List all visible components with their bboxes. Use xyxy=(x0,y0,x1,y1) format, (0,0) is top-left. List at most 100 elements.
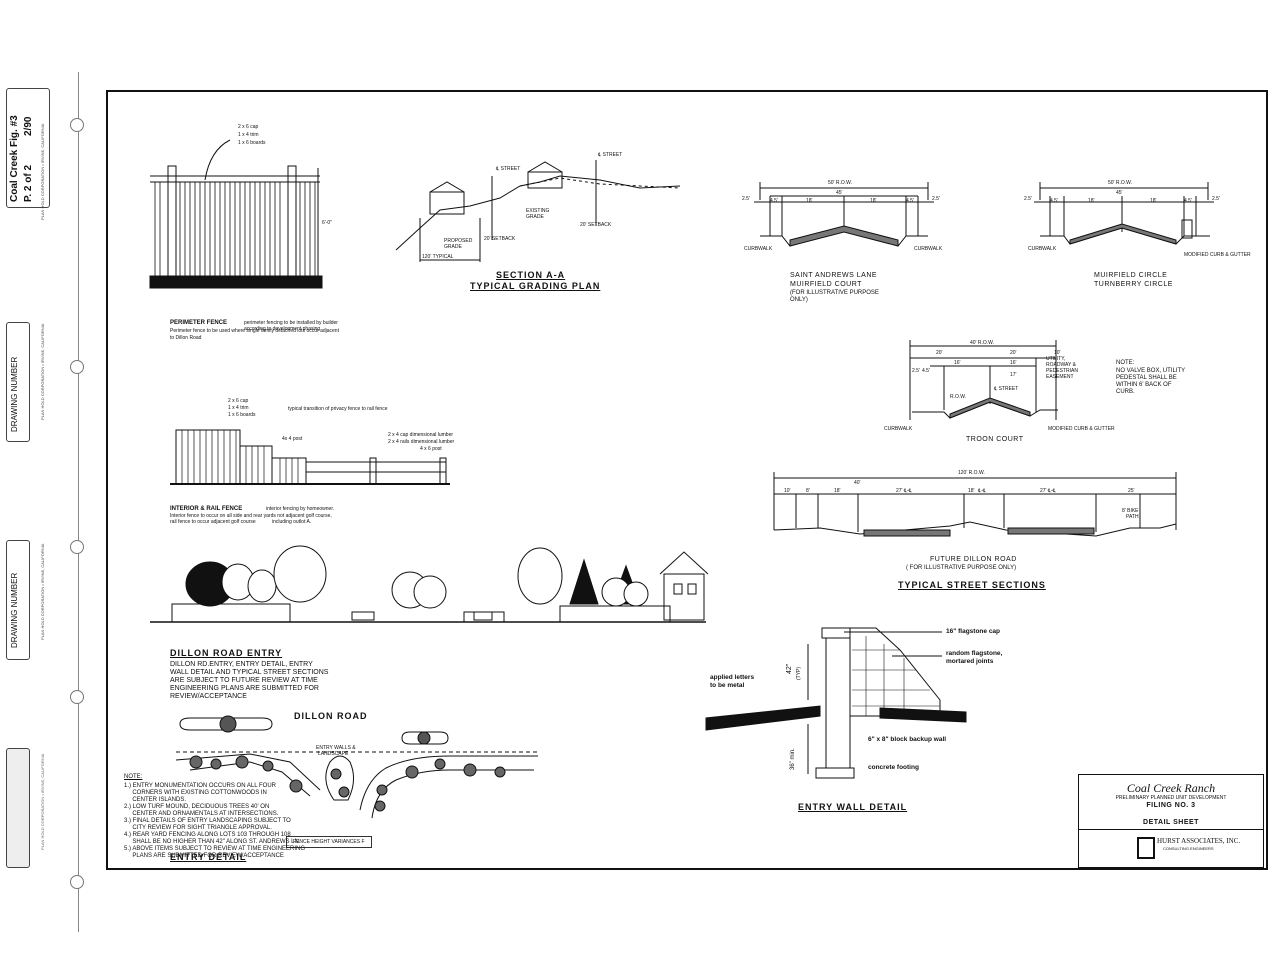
st-andrews-note: ONLY) xyxy=(790,297,808,303)
dillon-dim: ℄-℄ xyxy=(978,488,987,494)
title-divider xyxy=(1079,829,1263,830)
troon-note-line: PEDESTAL SHALL BE xyxy=(1116,375,1177,381)
fence-variance-label: FENCE HEIGHT VARIANCES F xyxy=(286,836,372,848)
perimeter-fence-desc: perimeter fencing to be installed by bui… xyxy=(244,320,338,326)
firm-name: HURST ASSOCIATES, INC. xyxy=(1157,837,1241,845)
perimeter-fence-desc: to Dillon Road xyxy=(170,335,202,341)
muirfield-dim: 45' xyxy=(1116,190,1123,196)
troon-curbwalk: CURBWALK xyxy=(884,426,913,432)
rail-trim-label: 1 x 4 trim xyxy=(228,405,249,411)
dillon-section-note: ( FOR ILLUSTRATIVE PURPOSE ONLY) xyxy=(906,565,1017,571)
entry-wall-title: ENTRY WALL DETAIL xyxy=(798,802,908,812)
troon-dim: 4.5' xyxy=(922,368,930,374)
dillon-dim: 25' xyxy=(1128,488,1135,494)
rail-boards-label: 1 x 6 boards xyxy=(228,412,256,418)
rail-lumber-label: 2 x 4 rails dimensional lumber xyxy=(388,439,455,445)
typical-street-sections-title: TYPICAL STREET SECTIONS xyxy=(898,580,1046,590)
muirfield-dim: 4.5' xyxy=(1184,198,1192,204)
section-setback-label: 20' SETBACK xyxy=(484,236,516,242)
firm-logo xyxy=(1137,837,1155,859)
st-andrews-dim: 18' xyxy=(806,198,813,204)
rail-fence-desc: Interior fence to occur on all side and … xyxy=(170,513,332,519)
entry-elevation xyxy=(150,545,709,623)
muirfield-modified: MODIFIED CURB & GUTTER xyxy=(1184,252,1251,258)
muirfield-dim: 18' xyxy=(1088,198,1095,204)
dillon-dim: 40' xyxy=(854,480,861,486)
drawing-number-box xyxy=(6,322,30,442)
wall-mortared-label: mortared joints xyxy=(946,658,994,665)
dillon-entry-line: ENGINEERING PLANS ARE SUBMITTED FOR xyxy=(170,685,319,692)
troon-roadway: ROADWAY & xyxy=(1046,362,1076,368)
troon-dim: 10' xyxy=(1054,350,1061,356)
troon-title: TROON COURT xyxy=(966,436,1024,443)
st-andrews-curbwalk: CURBWALK xyxy=(744,246,773,252)
wall-letters-label: to be metal xyxy=(710,682,745,689)
dillon-entry-line: ARE SUBJECT TO FUTURE REVIEW AT TIME xyxy=(170,677,318,684)
entry-walls-label: ENTRY WALLS & xyxy=(316,745,356,751)
sheet-name: DETAIL SHEET xyxy=(1143,819,1199,826)
dillon-dim: 10' xyxy=(784,488,791,494)
troon-note-line: CURB. xyxy=(1116,389,1135,395)
dillon-entry-line: WALL DETAIL AND TYPICAL STREET SECTIONS xyxy=(170,669,329,676)
binder-hole xyxy=(70,875,84,889)
wall-typ-label: (TYP) xyxy=(796,666,802,680)
troon-dim: 20' xyxy=(1010,350,1017,356)
rail-cap-label: 2 x 6 cap xyxy=(228,398,249,404)
rail-post2-label: 4 x 6 post xyxy=(420,446,442,452)
troon-dim: 20' xyxy=(936,350,943,356)
troon-court-section xyxy=(909,340,1058,420)
troon-pedestrian: PEDESTRIAN xyxy=(1046,368,1078,374)
muirfield-title: TURNBERRY CIRCLE xyxy=(1094,281,1173,288)
section-aa-grading xyxy=(395,160,681,262)
dillon-road-label: DILLON ROAD xyxy=(294,711,368,721)
muirfield-curbwalk: CURBWALK xyxy=(1028,246,1057,252)
troon-dim: 16' xyxy=(1010,360,1017,366)
troon-note-heading: NOTE: xyxy=(1116,360,1135,366)
rail-fence-title: INTERIOR & RAIL FENCE xyxy=(170,506,243,512)
wall-cap-label: 16" flagstone cap xyxy=(946,628,1001,635)
troon-dim: 17' xyxy=(1010,372,1017,378)
drawing-number-box xyxy=(6,540,30,660)
binder-hole xyxy=(70,118,84,132)
notes-text: 1.) ENTRY MONUMENTATION OCCURS ON ALL FO… xyxy=(124,783,306,859)
perimeter-fence-title: PERIMETER FENCE xyxy=(170,320,228,326)
troon-street: ℄ STREET xyxy=(994,386,1019,392)
section-street-label: ℄ STREET xyxy=(496,166,521,172)
rail-fence-desc: interior fencing by homeowner. xyxy=(266,506,335,512)
project-label-box xyxy=(6,88,50,208)
rail-fence-desc: including outlot A. xyxy=(272,519,312,525)
dillon-bike: 8' BIKE xyxy=(1122,508,1139,514)
perimeter-fence-desc: Perimeter fence to be used where single … xyxy=(170,328,339,334)
troon-note-line: NO VALVE BOX, UTILITY xyxy=(1116,368,1186,374)
fence-cap-label: 2 x 6 cap xyxy=(238,124,259,130)
section-setback-label: 20' SETBACK xyxy=(580,222,612,228)
fence-boards-label: 1 x 6 boards xyxy=(238,140,266,146)
filing-strip xyxy=(0,72,79,932)
dillon-entry-line: REVIEW/ACCEPTANCE xyxy=(170,693,247,700)
section-typical-label: 120' TYPICAL xyxy=(422,254,454,260)
dillon-road-section xyxy=(773,472,1177,537)
section-proposed-label: PROPOSED xyxy=(444,238,473,244)
perimeter-fence-elevation xyxy=(149,139,323,289)
binder-hole xyxy=(70,690,84,704)
binder-hole xyxy=(70,540,84,554)
muirfield-title: MUIRFIELD CIRCLE xyxy=(1094,272,1168,279)
dillon-dim: 8' xyxy=(806,488,810,494)
st-andrews-dim: 4.5' xyxy=(906,198,914,204)
rail-transition-label: typical transition of privacy fence to r… xyxy=(288,406,388,412)
section-street-label: ℄ STREET xyxy=(598,152,623,158)
wall-height-label: 42" xyxy=(786,663,793,674)
section-aa-subtitle: TYPICAL GRADING PLAN xyxy=(470,281,601,291)
troon-note-line: WITHIN 6' BACK OF xyxy=(1116,382,1172,388)
st-andrews-row: 50' R.O.W. xyxy=(828,180,853,186)
rail-fence-elevation xyxy=(170,429,450,485)
wall-flagstone-label: random flagstone, xyxy=(946,650,1003,657)
binder-hole xyxy=(70,360,84,374)
wall-footing-label: concrete footing xyxy=(868,764,919,771)
troon-easement: EASEMENT xyxy=(1046,374,1074,380)
section-existing-grade-label: GRADE xyxy=(526,214,544,220)
troon-utility: UTILITY, xyxy=(1046,356,1066,362)
troon-modified: MODIFIED CURB & GUTTER xyxy=(1048,426,1115,432)
dillon-path: PATH xyxy=(1126,514,1139,520)
